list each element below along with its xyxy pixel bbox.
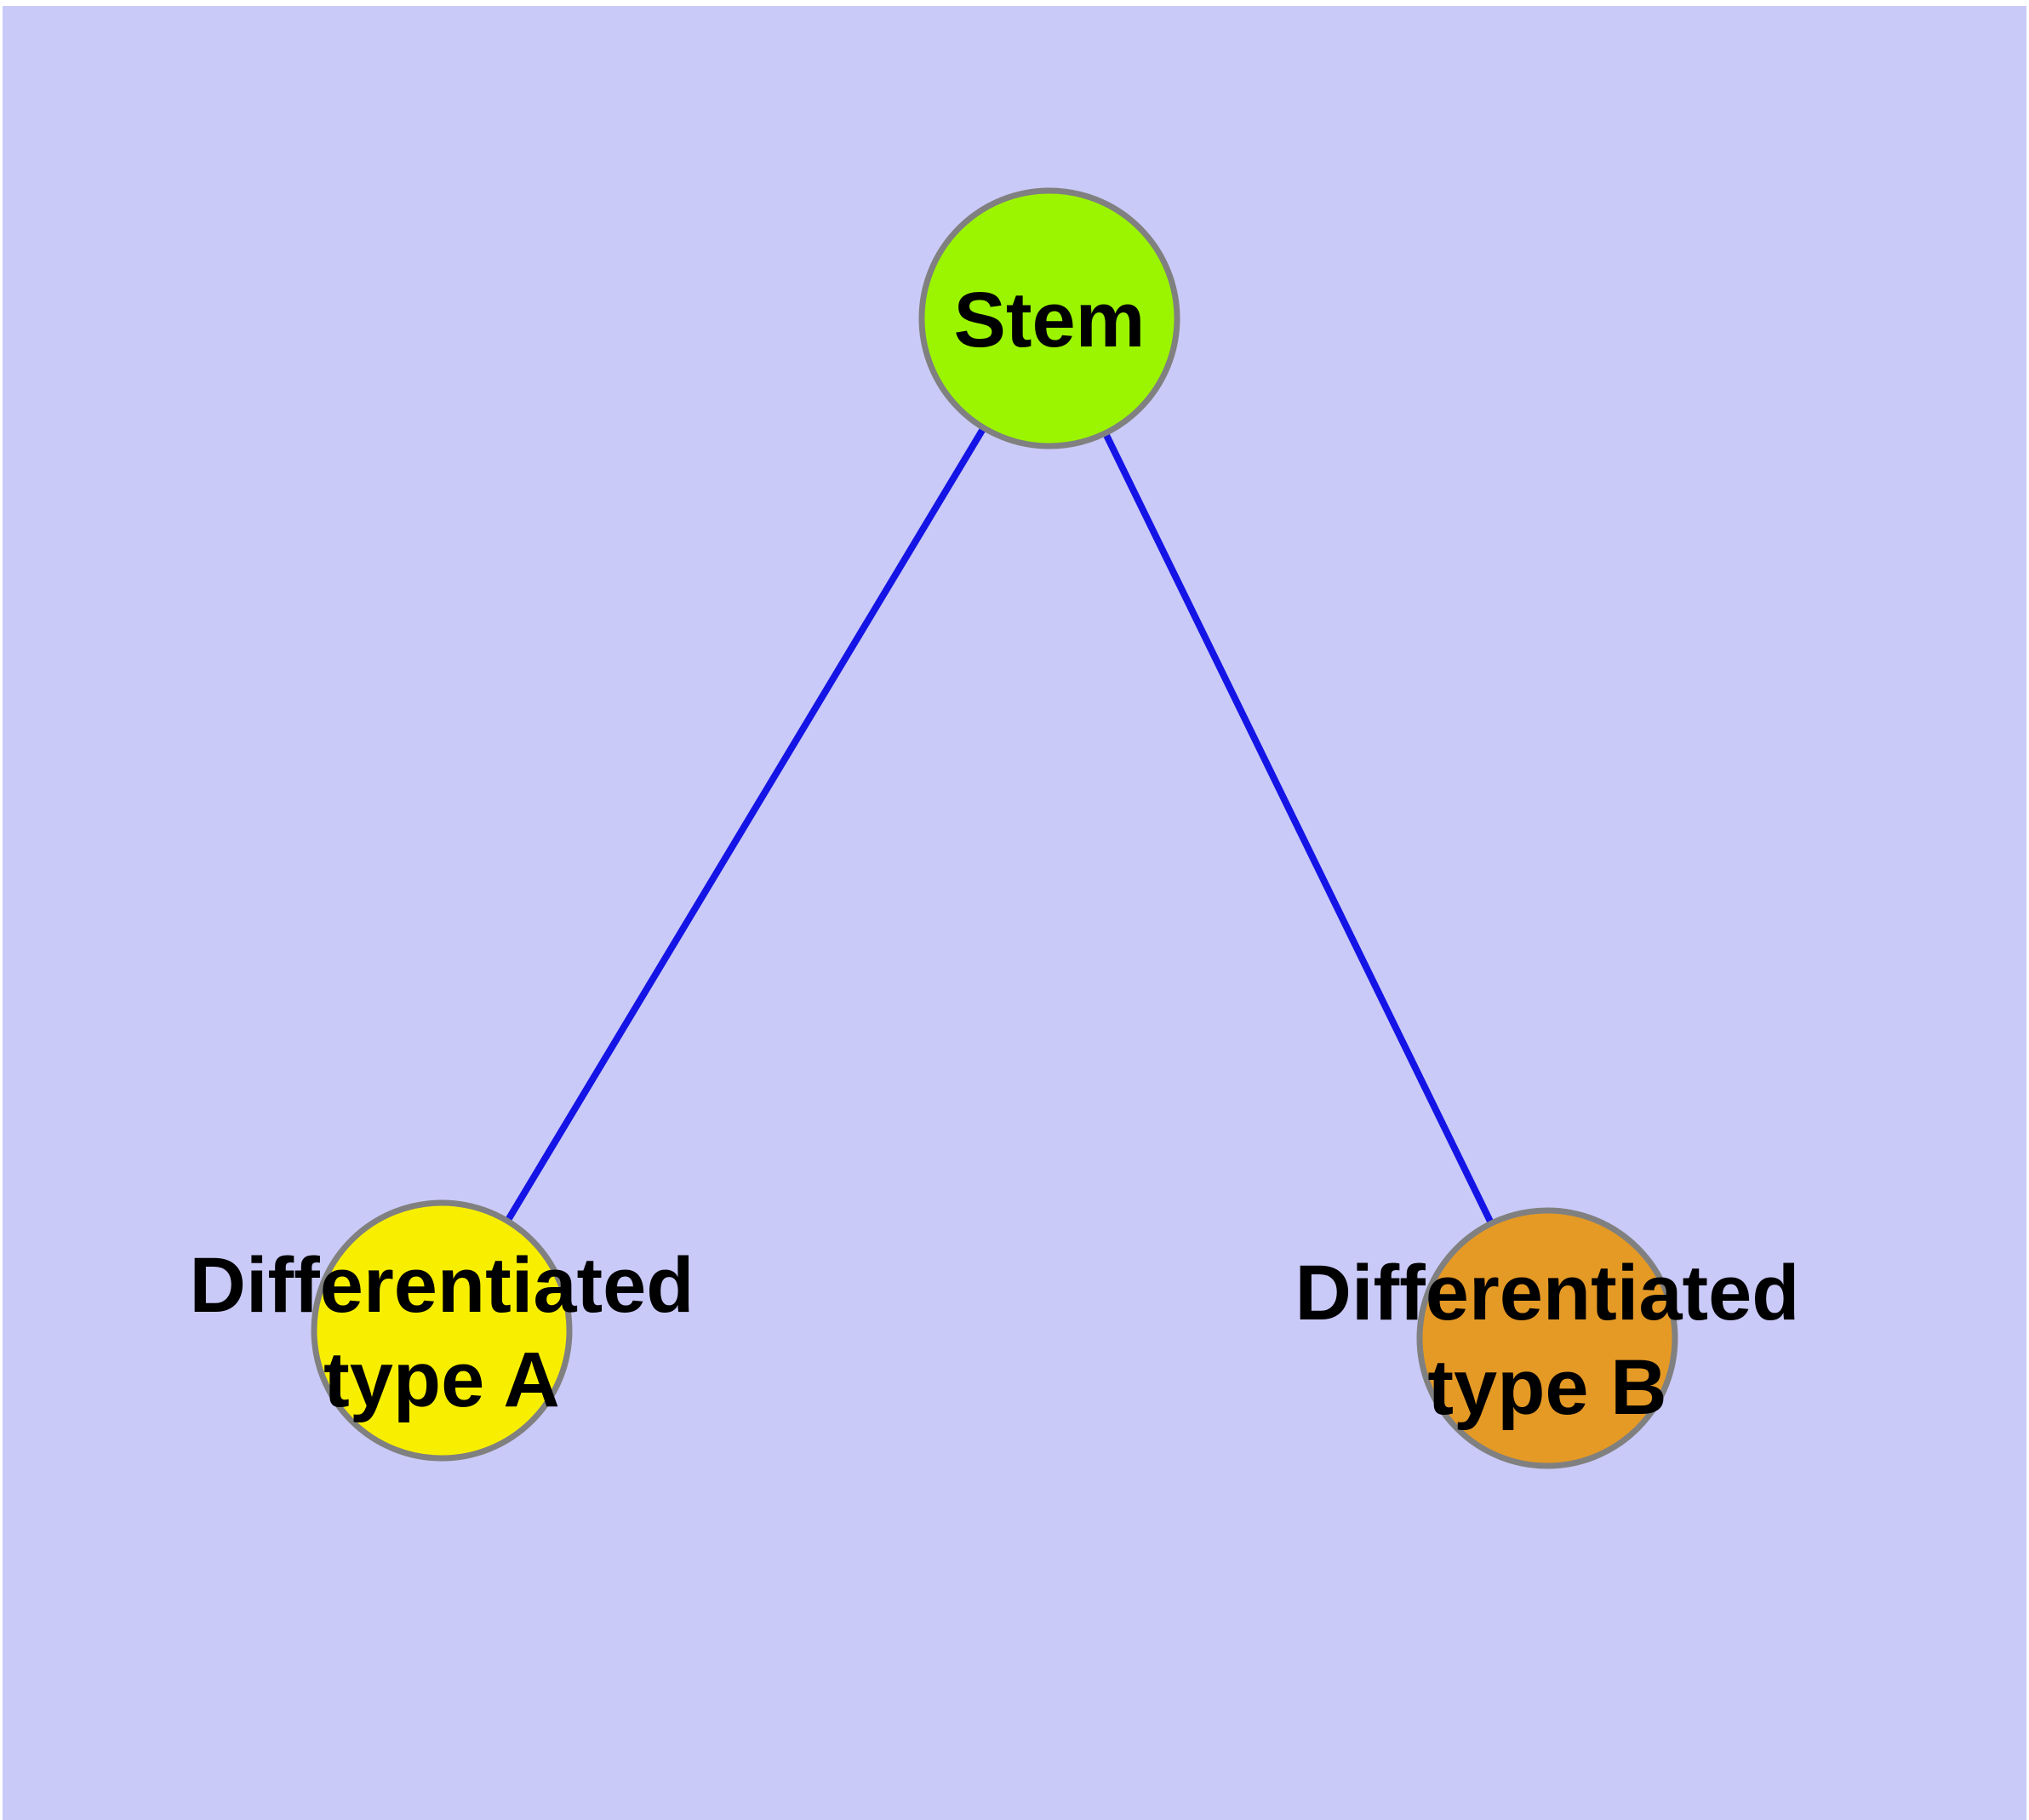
node-type-b-circle — [1416, 1207, 1678, 1469]
edge-stem-to-type-b — [1046, 317, 1551, 1340]
node-type-a-circle — [311, 1199, 573, 1462]
node-stem-label: Stem — [954, 277, 1146, 363]
node-type-a-label-line1: Differentiated — [190, 1242, 694, 1329]
node-type-b-label-line1: Differentiated — [1295, 1250, 1800, 1336]
edge-stem-to-type-a — [438, 316, 1053, 1333]
node-type-b-label-line2: type B — [1427, 1344, 1666, 1431]
node-stem-circle — [918, 187, 1180, 449]
node-type-a-label-line2: type A — [323, 1336, 560, 1423]
